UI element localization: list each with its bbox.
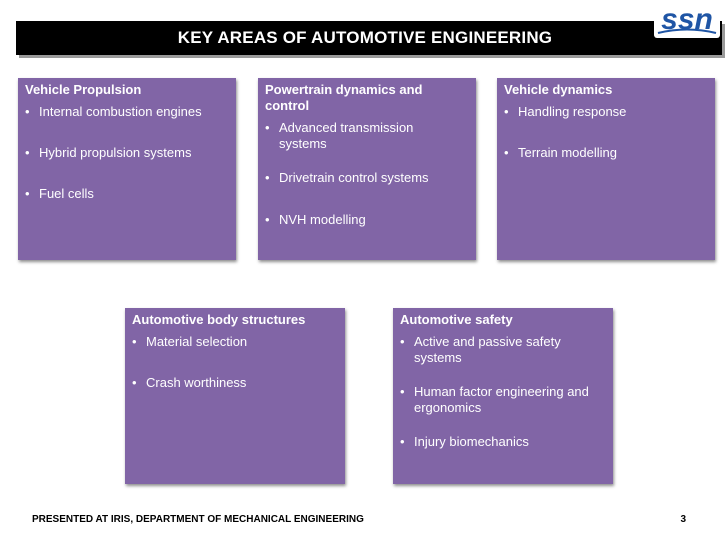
card-vehicle-propulsion: Vehicle Propulsion Internal combustion e…: [18, 78, 236, 260]
card-title: Vehicle Propulsion: [25, 82, 142, 97]
bullet-list: Handling response Terrain modelling: [504, 104, 709, 161]
list-item: Active and passive safety systems: [400, 334, 594, 366]
list-item: NVH modelling: [265, 212, 470, 228]
list-item: Handling response: [504, 104, 709, 120]
card-automotive-safety: Automotive safety Active and passive saf…: [393, 308, 613, 484]
list-item: Advanced transmission systems: [265, 120, 449, 152]
card-vehicle-dynamics: Vehicle dynamics Handling response Terra…: [497, 78, 715, 260]
list-item: Fuel cells: [25, 186, 230, 202]
bullet-list: Active and passive safety systems Human …: [400, 334, 607, 450]
card-body-structures: Automotive body structures Material sele…: [125, 308, 345, 484]
page-number: 3: [680, 514, 686, 525]
list-item: Hybrid propulsion systems: [25, 145, 230, 161]
card-powertrain: Powertrain dynamics and control Advanced…: [258, 78, 476, 260]
list-item: Internal combustion engines: [25, 104, 230, 120]
bullet-list: Internal combustion engines Hybrid propu…: [25, 104, 230, 202]
list-item: Crash worthiness: [132, 375, 339, 391]
list-item: Drivetrain control systems: [265, 170, 470, 186]
card-title: Powertrain dynamics and control: [265, 82, 423, 113]
list-item: Terrain modelling: [504, 145, 709, 161]
list-item: Human factor engineering and ergonomics: [400, 384, 594, 416]
list-item: Material selection: [132, 334, 339, 350]
bullet-list: Advanced transmission systems Drivetrain…: [265, 120, 470, 228]
card-title: Vehicle dynamics: [504, 82, 613, 97]
slide-title: KEY AREAS OF AUTOMOTIVE ENGINEERING: [177, 28, 553, 47]
bullet-list: Material selection Crash worthiness: [132, 334, 339, 391]
slide-title-bar: KEY AREAS OF AUTOMOTIVE ENGINEERING: [16, 21, 722, 55]
card-title: Automotive safety: [400, 312, 513, 327]
list-item: Injury biomechanics: [400, 434, 607, 450]
card-title: Automotive body structures: [132, 312, 306, 327]
ssn-logo: ssn: [654, 2, 720, 38]
slide-footer: PRESENTED AT IRIS, DEPARTMENT OF MECHANI…: [32, 514, 364, 525]
